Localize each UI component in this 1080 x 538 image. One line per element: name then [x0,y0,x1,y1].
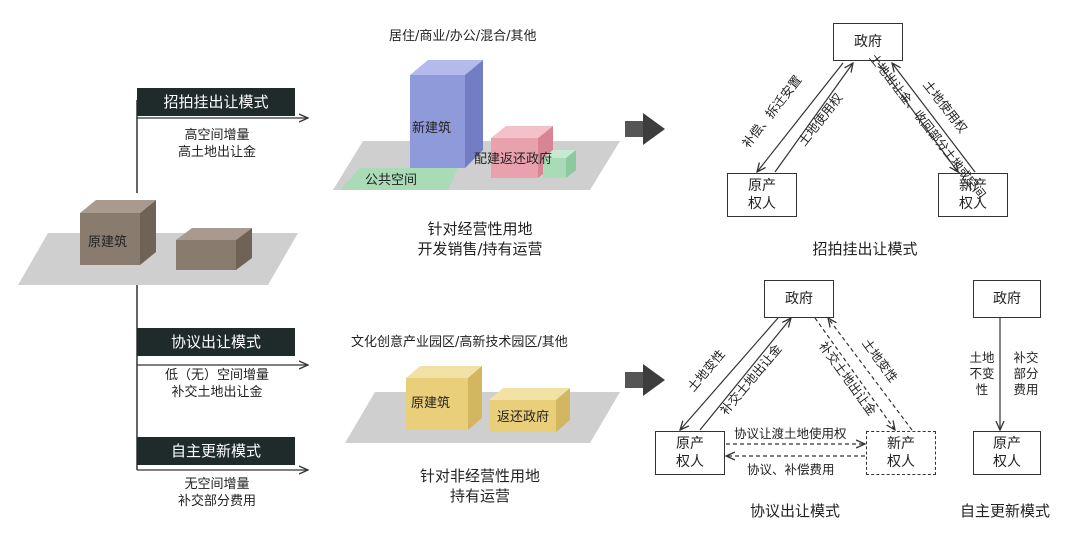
mode1-desc1: 高空间增量 [184,128,250,143]
mode2-label: 协议出让模式 [137,328,295,356]
top-orig-owner-l2: 权人 [748,196,776,212]
top-new-owner-l2: 权人 [959,196,987,212]
return-gov-block [491,126,553,178]
mode3-desc2: 补交部分费用 [177,494,256,509]
mode2-desc1: 低（无）空间增量 [164,368,269,383]
top-new-owner-l1: 新产 [959,178,987,194]
bottom-original-building [406,366,482,430]
bottom-orig-owner-l1: 原产 [676,436,704,452]
top-gov-box: 政府 [833,23,903,61]
small-building-cube [176,228,252,270]
mode2-desc2: 补交土地出让金 [171,385,263,400]
self-owner-box: 原产 权人 [973,431,1041,475]
self-gov-box: 政府 [973,280,1041,318]
bottom-return-gov-block [489,388,570,432]
top-gov-label: 政府 [854,34,882,50]
top-scene-caption1: 针对经营性用地 [427,220,533,238]
bottom-transfer-label: 协议让渡土地使用权 [734,426,847,441]
new-building-block [410,60,483,168]
mode1-label: 招拍挂出让模式 [137,88,295,116]
bottom-scene-caption1: 针对非经营性用地 [419,467,540,485]
original-building-cube [80,200,156,265]
top-use-types: 居住/商业/办公/混合/其他 [389,29,537,44]
top-orig-owner-l1: 原产 [748,178,776,194]
bottom-orig-owner-l2: 权人 [676,454,704,470]
self-left-label: 土地不变性 [969,350,995,397]
bottom-new-owner-box: 新产 权人 [866,431,936,475]
bottom-gov-box: 政府 [764,280,834,318]
top-tri-caption: 招拍挂出让模式 [812,240,918,258]
top-flow-arrow [625,113,665,145]
bottom-tri-caption: 协议出让模式 [749,502,840,520]
green-small-block [543,150,576,178]
top-scene-caption2: 开发销售/持有运营 [417,240,543,258]
bottom-new-owner-l1: 新产 [887,436,915,452]
self-right-label: 补交部分费用 [1013,350,1039,397]
return-gov-label: 配建返还政府 [474,152,553,167]
bottom-return-gov-label: 返还政府 [497,410,550,425]
mode1-desc2: 高土地出让金 [177,145,256,160]
mode3-desc1: 无空间增量 [184,477,250,492]
bottom-scene-caption2: 持有运营 [449,487,510,505]
left-ground-plane [18,233,298,285]
public-space-plane [340,168,458,190]
bottom-use-types: 文化创意产业园区/高新技术园区/其他 [351,335,568,350]
bottom-new-owner-l2: 权人 [887,454,915,470]
public-space-label: 公共空间 [365,173,418,188]
top-new-owner-box: 新产 权人 [938,173,1008,217]
top-orig-owner-box: 原产 权人 [727,173,797,217]
self-owner-l2: 权人 [993,454,1021,470]
bottom-orig-building-label: 原建筑 [411,396,451,411]
self-owner-l1: 原产 [993,436,1021,452]
bottom-flow-arrow [625,364,665,396]
bottom-gov-label: 政府 [785,291,813,307]
new-building-label: 新建筑 [412,121,452,136]
self-caption: 自主更新模式 [959,502,1050,520]
bottom-compensation-label: 协议、补偿费用 [747,462,835,477]
bottom-ground-plane [345,392,620,443]
bottom-orig-owner-box: 原产 权人 [655,431,725,475]
self-gov-label: 政府 [993,291,1021,307]
mode3-label: 自主更新模式 [137,437,295,465]
orig-building-label: 原建筑 [88,235,128,250]
